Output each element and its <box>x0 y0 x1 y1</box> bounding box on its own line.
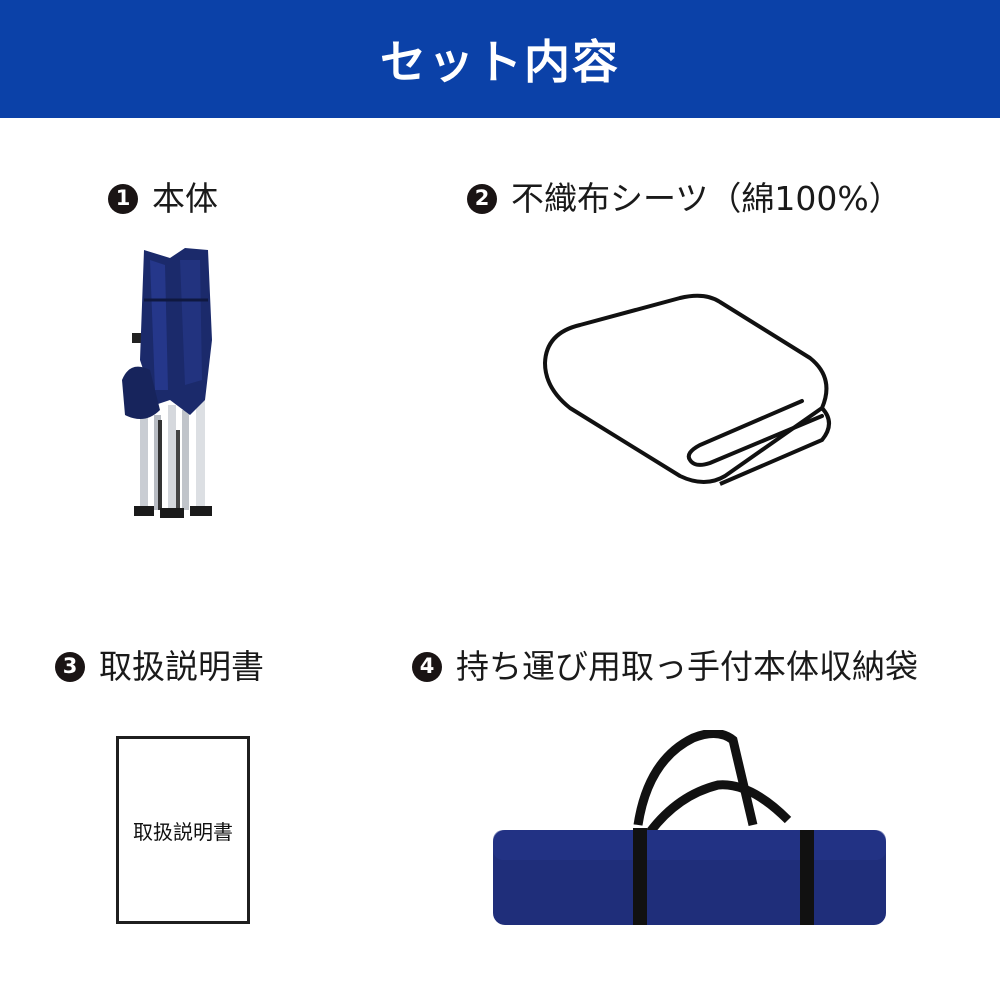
item-1-label: 1 本体 <box>108 182 218 215</box>
number-badge-2: 2 <box>467 183 497 214</box>
item-4-label: 4 持ち運び用取っ手付本体収納袋 <box>412 650 918 683</box>
page-title: セット内容 <box>380 35 620 89</box>
item-3-text: 取扱説明書 <box>99 647 264 686</box>
number-badge-4: 4 <box>412 651 442 682</box>
item-3-label: 3 取扱説明書 <box>55 650 264 683</box>
manual-cover-text: 取扱説明書 <box>133 819 233 844</box>
item-4-text: 持ち運び用取っ手付本体収納袋 <box>456 647 918 686</box>
number-badge-3: 3 <box>55 651 85 682</box>
header-banner: セット内容 <box>0 0 1000 118</box>
instruction-manual-image: 取扱説明書 <box>116 736 250 924</box>
folded-chair-image <box>122 248 212 518</box>
carry-bag-image <box>493 730 886 925</box>
item-2-label: 2 不織布シーツ（綿100%） <box>467 182 902 215</box>
folded-sheet-icon <box>543 293 831 486</box>
item-2-text: 不織布シーツ（綿100%） <box>511 179 902 218</box>
number-badge-1: 1 <box>108 183 138 214</box>
item-1-text: 本体 <box>152 179 218 218</box>
